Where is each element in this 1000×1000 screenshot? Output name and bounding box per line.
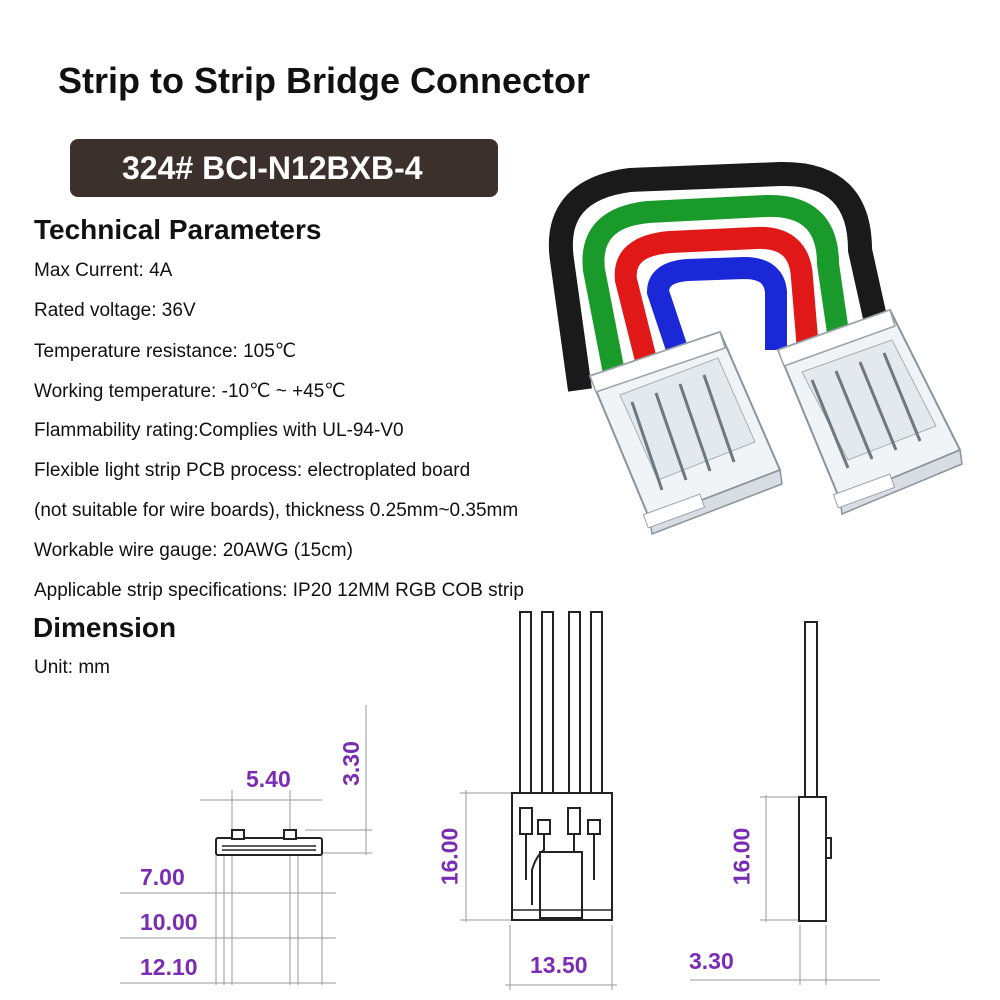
param-flammability: Flammability rating:Complies with UL-94-… xyxy=(34,420,404,441)
blue-wire xyxy=(646,256,787,362)
front-view-drawing xyxy=(511,611,613,921)
dim-overall-12: 12.10 xyxy=(140,954,198,980)
dim-inner-7: 7.00 xyxy=(140,864,185,890)
dimension-heading: Dimension xyxy=(33,612,177,643)
right-connector-housing xyxy=(776,308,963,516)
dim-inner-10: 10.00 xyxy=(140,909,198,935)
param-wire-gauge: Workable wire gauge: 20AWG (15cm) xyxy=(34,540,353,561)
param-temperature-resistance: Temperature resistance: 105℃ xyxy=(34,341,297,362)
dimension-guide-lines xyxy=(120,705,880,990)
profile-view-drawing xyxy=(798,621,832,922)
model-number: 324# BCI-N12BXB-4 xyxy=(122,150,423,186)
dim-profile-width: 3.30 xyxy=(689,948,734,974)
black-wire xyxy=(548,161,892,392)
param-rated-voltage: Rated voltage: 36V xyxy=(34,300,196,321)
left-connector-housing xyxy=(588,330,783,536)
side-view-drawing xyxy=(215,829,323,856)
page-title: Strip to Strip Bridge Connector xyxy=(58,60,591,101)
param-max-current: Max Current: 4A xyxy=(34,260,173,281)
dim-front-width: 13.50 xyxy=(530,952,588,978)
param-pcb-thickness: (not suitable for wire boards), thicknes… xyxy=(34,500,519,521)
dim-side-height: 3.30 xyxy=(337,741,364,786)
dim-side-width: 5.40 xyxy=(246,766,291,792)
technical-parameters-heading: Technical Parameters xyxy=(34,214,322,245)
model-badge: 324# BCI-N12BXB-4 xyxy=(70,139,498,197)
green-wire xyxy=(582,194,851,381)
param-working-temperature: Working temperature: -10℃ ~ +45℃ xyxy=(34,381,346,402)
param-pcb-process: Flexible light strip PCB process: electr… xyxy=(34,460,471,481)
param-strip-spec: Applicable strip specifications: IP20 12… xyxy=(34,580,524,601)
dim-profile-height: 16.00 xyxy=(728,827,755,886)
red-wire xyxy=(614,226,819,371)
unit-note: Unit: mm xyxy=(34,657,110,678)
connector-product-illustration xyxy=(548,161,963,536)
dim-front-height: 16.00 xyxy=(436,827,463,886)
